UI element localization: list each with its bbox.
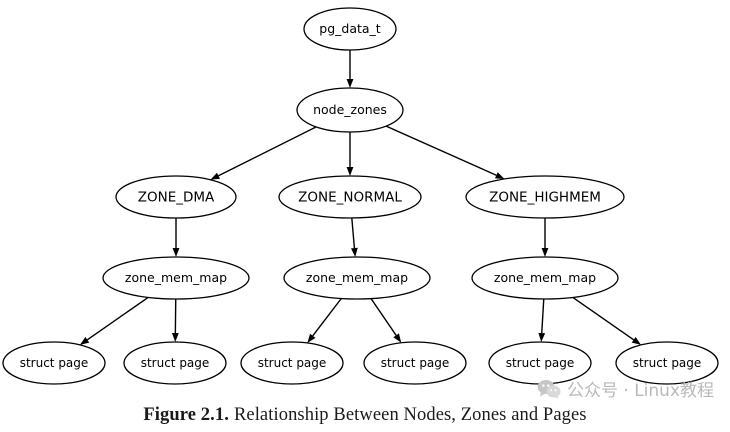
node-zone_dma[interactable]: ZONE_DMA bbox=[115, 175, 237, 219]
figure-caption: Figure 2.1.Relationship Between Nodes, Z… bbox=[0, 405, 730, 426]
node-page_2[interactable]: struct page bbox=[123, 341, 227, 385]
figure-caption-text: Relationship Between Nodes, Zones and Pa… bbox=[233, 405, 587, 425]
node-shape-page_6 bbox=[615, 341, 719, 385]
arrowhead-page_3 bbox=[307, 333, 316, 343]
arrowhead-page_6 bbox=[631, 336, 642, 345]
node-page_4[interactable]: struct page bbox=[363, 341, 467, 385]
arrowhead-zmm_highmem bbox=[541, 248, 549, 257]
arrowhead-zone_normal bbox=[346, 167, 354, 176]
node-page_3[interactable]: struct page bbox=[240, 341, 344, 385]
arrowhead-zmm_normal bbox=[351, 247, 358, 258]
node-shape-page_3 bbox=[240, 341, 344, 385]
node-shape-page_2 bbox=[123, 341, 227, 385]
node-label-zone_normal: ZONE_NORMAL bbox=[298, 190, 402, 206]
node-label-page_3: struct page bbox=[258, 356, 327, 370]
edge-zmm_highmem-to-page_6 bbox=[572, 296, 635, 341]
node-label-page_1: struct page bbox=[20, 356, 89, 370]
figure-caption-number: Figure 2.1. bbox=[143, 405, 229, 425]
node-shape-zone_normal bbox=[278, 175, 422, 219]
node-shape-zmm_normal bbox=[283, 256, 431, 300]
node-shape-page_4 bbox=[363, 341, 467, 385]
node-label-node_zones: node_zones bbox=[313, 102, 387, 117]
node-shape-page_1 bbox=[2, 341, 106, 385]
node-label-zmm_normal: zone_mem_map bbox=[306, 270, 408, 285]
arrowhead-zone_dma bbox=[210, 172, 220, 180]
node-label-zone_dma: ZONE_DMA bbox=[138, 190, 215, 206]
node-page_5[interactable]: struct page bbox=[488, 341, 592, 385]
edge-zmm_normal-to-page_3 bbox=[312, 298, 342, 337]
arrowhead-zmm_dma bbox=[172, 248, 180, 257]
node-label-page_6: struct page bbox=[633, 356, 702, 370]
node-label-page_5: struct page bbox=[506, 356, 575, 370]
edge-zmm_dma-to-page_1 bbox=[86, 296, 149, 341]
arrowhead-node_zones bbox=[346, 79, 354, 88]
node-zmm_dma[interactable]: zone_mem_map bbox=[102, 256, 250, 300]
node-page_6[interactable]: struct page bbox=[615, 341, 719, 385]
node-shape-pg_data_t bbox=[303, 7, 397, 51]
node-zmm_highmem[interactable]: zone_mem_map bbox=[471, 256, 619, 300]
arrowhead-page_5 bbox=[538, 332, 546, 343]
node-shape-node_zones bbox=[296, 87, 404, 133]
node-shape-zmm_dma bbox=[102, 256, 250, 300]
edge-node_zones-to-zone_highmem bbox=[385, 125, 497, 176]
node-label-zmm_highmem: zone_mem_map bbox=[494, 270, 596, 285]
edge-layer bbox=[79, 50, 642, 345]
edge-zone_normal-to-zmm_normal bbox=[351, 217, 356, 249]
arrowhead-page_1 bbox=[79, 336, 90, 345]
node-page_1[interactable]: struct page bbox=[2, 341, 106, 385]
arrowhead-page_2 bbox=[171, 332, 179, 342]
node-shape-zmm_highmem bbox=[471, 256, 619, 300]
node-pg_data_t[interactable]: pg_data_t bbox=[303, 7, 397, 51]
node-shape-zone_dma bbox=[115, 175, 237, 219]
node-zone_highmem[interactable]: ZONE_HIGHMEM bbox=[465, 175, 625, 219]
edge-zmm_normal-to-page_4 bbox=[370, 298, 397, 336]
node-zone_normal[interactable]: ZONE_NORMAL bbox=[278, 175, 422, 219]
node-label-zmm_dma: zone_mem_map bbox=[125, 270, 227, 285]
node-zmm_normal[interactable]: zone_mem_map bbox=[283, 256, 431, 300]
edge-node_zones-to-zone_dma bbox=[218, 126, 317, 177]
node-shape-zone_highmem bbox=[465, 175, 625, 219]
edge-zmm_highmem-to-page_5 bbox=[541, 298, 545, 334]
node-label-page_2: struct page bbox=[141, 356, 210, 370]
node-node_zones[interactable]: node_zones bbox=[296, 87, 404, 133]
node-label-pg_data_t: pg_data_t bbox=[319, 21, 381, 36]
node-label-zone_highmem: ZONE_HIGHMEM bbox=[489, 190, 601, 206]
node-label-page_4: struct page bbox=[381, 356, 450, 370]
arrowhead-zone_highmem bbox=[494, 172, 505, 179]
arrowhead-page_4 bbox=[393, 333, 402, 343]
